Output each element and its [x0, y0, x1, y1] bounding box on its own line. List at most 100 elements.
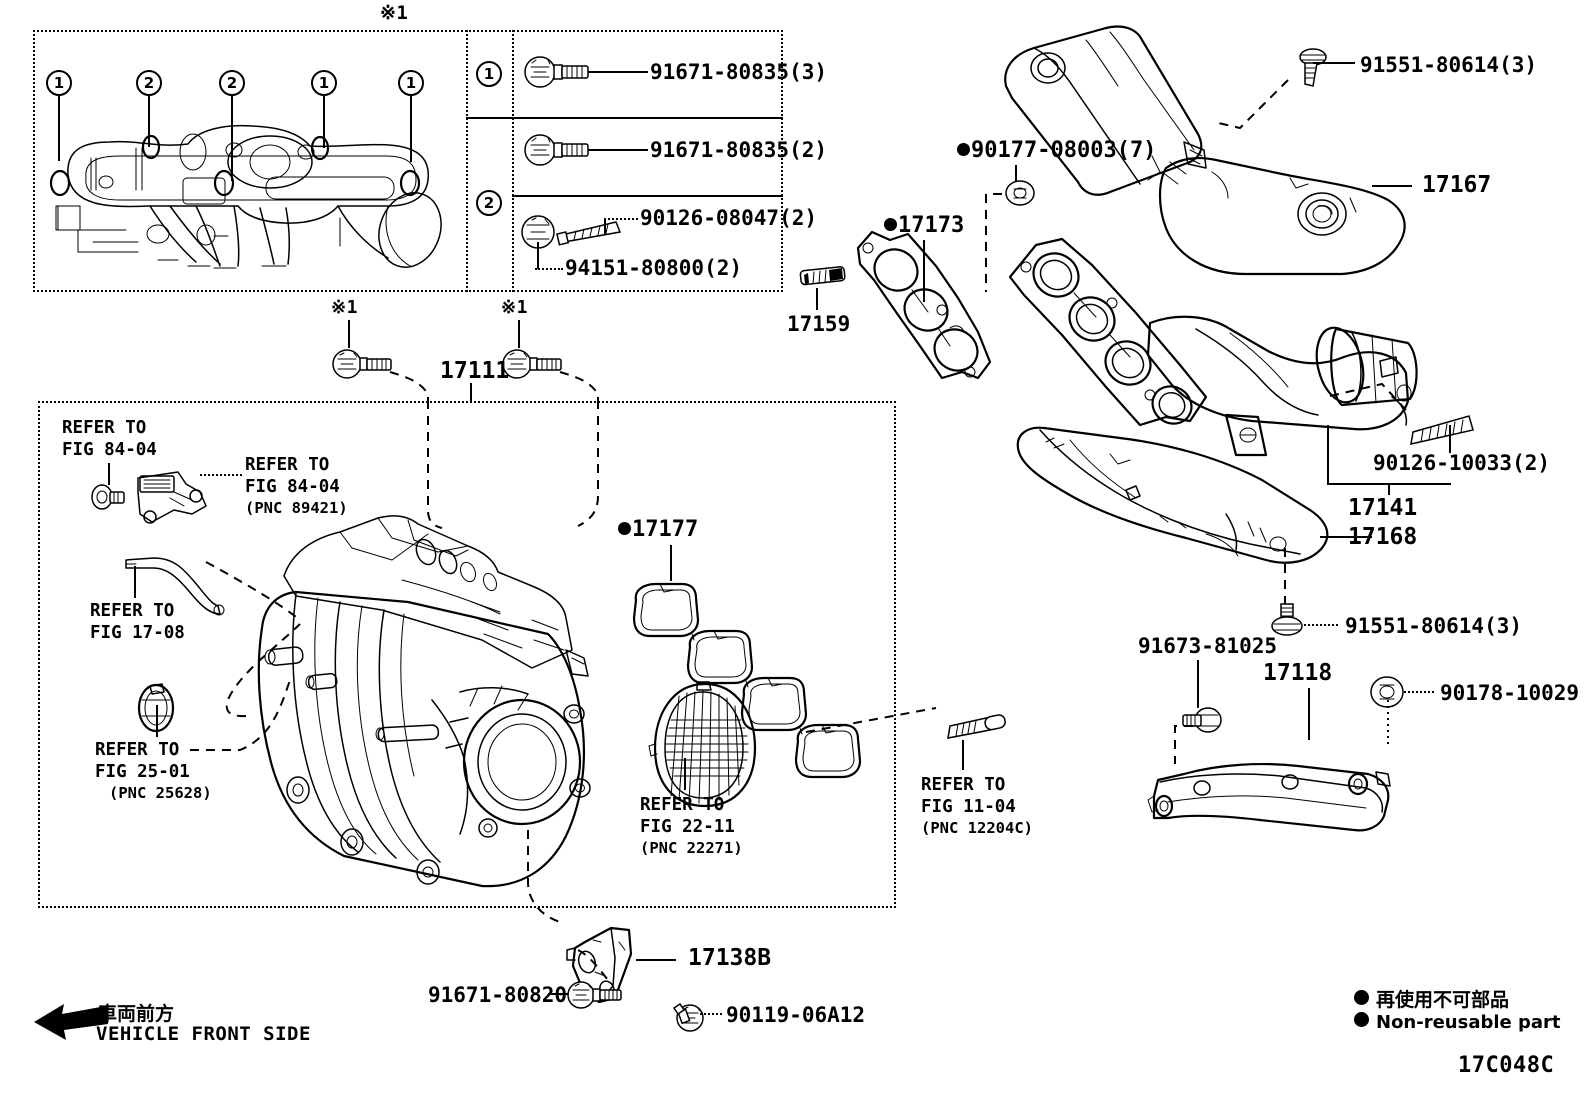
- leader-17138b: [636, 959, 676, 961]
- main-assembly-box: [38, 401, 896, 908]
- refer-84-04-b-line1: REFER TO: [245, 455, 330, 475]
- exhaust-manifold-17141: [1008, 237, 1418, 457]
- intake-bolt-dashes: [427, 400, 599, 529]
- part-number-90177-08003: 90177-08003(7): [971, 138, 1157, 163]
- leader-17141-v: [1327, 425, 1329, 483]
- vehicle-front-arrow-icon: [34, 1004, 108, 1040]
- refer-84-04-b-pnc: (PNC 89421): [245, 498, 348, 517]
- vacuum-hose: [125, 557, 225, 616]
- inset-callout-5: 1: [398, 70, 424, 96]
- bolt-icon-91551-80614-upper: [1299, 48, 1327, 87]
- intake-gasket-set: [632, 582, 862, 779]
- refer-11-04-line1: REFER TO: [921, 775, 1006, 795]
- leader-91551-80614-lower: [1304, 624, 1338, 626]
- part-label-90177-08003: 90177-08003(7): [957, 138, 1156, 163]
- part-label-17177: 17177: [618, 517, 698, 542]
- refer-84-04-b-line2: FIG 84-04: [245, 476, 340, 497]
- inset-callout-3: 2: [219, 70, 245, 96]
- nonreusable-dot-legend-jp: [1354, 990, 1369, 1005]
- inset-leader-row3a-v: [604, 218, 606, 234]
- nonreusable-dot-17173: [884, 218, 897, 231]
- inset-leader-row3b: [535, 268, 563, 270]
- refer-fig-17-08: REFER TO FIG 17-08: [90, 601, 185, 645]
- leader-dash-intake-left: [389, 371, 429, 408]
- leader-91671-80820: [548, 993, 570, 995]
- exhaust-manifold-gasket: [856, 230, 992, 380]
- manifold-stay-17118: [1147, 763, 1391, 832]
- part-label-91551-80614-upper: 91551-80614(3): [1360, 53, 1538, 77]
- leader-dash-lower-bolt: [1284, 548, 1286, 606]
- inset-row-divider-2: [512, 195, 783, 197]
- legend-nonreusable-en: Non-reusable part: [1354, 1012, 1561, 1033]
- leader-17168: [1320, 536, 1372, 538]
- bolt-icon-91673-81025: [1182, 707, 1222, 733]
- inset-divider-2: [512, 30, 514, 292]
- inset-title-marker: ※1: [380, 2, 409, 24]
- leader-91673-81025: [1197, 660, 1199, 708]
- inset-leader-1: [58, 96, 60, 161]
- leader-dash-stay-nut: [1387, 700, 1389, 746]
- leader-dash-bracket: [527, 830, 609, 981]
- part-label-91673-81025: 91673-81025: [1138, 634, 1278, 658]
- inset-row-marker-1: 1: [476, 61, 502, 87]
- part-label-17167: 17167: [1422, 172, 1492, 198]
- bolt-icon-91671-80820: [567, 981, 622, 1009]
- inset-leader-row2: [588, 149, 648, 151]
- inset-leader-4: [323, 96, 325, 148]
- leader-90119-06A12: [700, 1013, 722, 1015]
- bolt-icon-90126-10033: [1410, 415, 1474, 445]
- part-label-17141: 17141: [1348, 495, 1418, 521]
- inset-part-number-4: 94151-80800(2): [565, 256, 743, 280]
- refer-11-04-pnc: (PNC 12204C): [921, 818, 1033, 837]
- inset-manifold-sketch: [49, 124, 442, 269]
- refer-84-04-a-line1: REFER TO: [62, 418, 147, 438]
- refer-22-11-pnc: (PNC 22271): [640, 838, 743, 857]
- stud-17159: [799, 266, 846, 286]
- refer-fig-11-04: REFER TO FIG 11-04 (PNC 12204C): [921, 775, 1033, 838]
- sensor-bolt-icon: [91, 484, 125, 510]
- refer-17-08-line1: REFER TO: [90, 601, 175, 621]
- leader-dash-90126-10033: [1329, 382, 1407, 411]
- cam-position-sensor: [137, 471, 207, 524]
- leader-dash-nut-to-manifold: [985, 193, 1002, 292]
- note-marker-left: ※1: [331, 297, 358, 318]
- part-number-17177: 17177: [632, 517, 699, 542]
- leader-17141-tick: [1388, 483, 1390, 495]
- refer-fig-84-04-b: REFER TO FIG 84-04 (PNC 89421): [245, 455, 348, 518]
- inset-leader-5: [410, 96, 412, 162]
- refer-25-01-pnc: (PNC 25628): [109, 783, 212, 802]
- part-label-90119-06A12: 90119-06A12: [726, 1003, 866, 1027]
- bolt-icon-91551-80614-lower: [1271, 603, 1303, 636]
- inset-leader-row3b-v: [537, 242, 539, 269]
- part-label-17168: 17168: [1348, 524, 1418, 550]
- throttle-body: [648, 681, 757, 808]
- leader-refer-22-11: [684, 758, 686, 790]
- part-label-17138B: 17138B: [688, 945, 772, 971]
- part-label-91551-80614-lower: 91551-80614(3): [1345, 614, 1523, 638]
- part-label-91671-80820: 91671-80820: [428, 983, 568, 1007]
- leader-refer-25-01: [156, 705, 158, 737]
- intake-manifold-drawing: [257, 515, 591, 888]
- upper-heat-insulator-17167: [1004, 25, 1406, 276]
- inset-callout-2: 2: [136, 70, 162, 96]
- bolt-icon-91671-80835-3: [524, 56, 589, 88]
- leader-91551-80614-upper: [1313, 62, 1355, 64]
- inset-part-number-3: 90126-08047(2): [640, 206, 818, 230]
- refer-22-11-line1: REFER TO: [640, 795, 725, 815]
- part-label-17118: 17118: [1263, 660, 1333, 686]
- refer-11-04-line2: FIG 11-04: [921, 796, 1016, 817]
- inset-leader-3: [231, 96, 233, 181]
- leader-refer-84-04-a: [108, 463, 110, 485]
- refer-fig-25-01: REFER TO FIG 25-01 (PNC 25628): [95, 740, 212, 803]
- inset-callout-4: 1: [311, 70, 337, 96]
- leader-90177-08003: [1015, 165, 1017, 183]
- leader-17159: [816, 288, 818, 310]
- refer-25-01-line1: REFER TO: [95, 740, 180, 760]
- inset-leader-row3a: [604, 218, 638, 220]
- leader-dash-intake-right: [559, 371, 599, 408]
- inset-leader-row1: [588, 71, 648, 73]
- inset-leader-2: [148, 96, 150, 147]
- inset-part-number-2: 91671-80835(2): [650, 138, 828, 162]
- note-marker-right: ※1: [501, 297, 528, 318]
